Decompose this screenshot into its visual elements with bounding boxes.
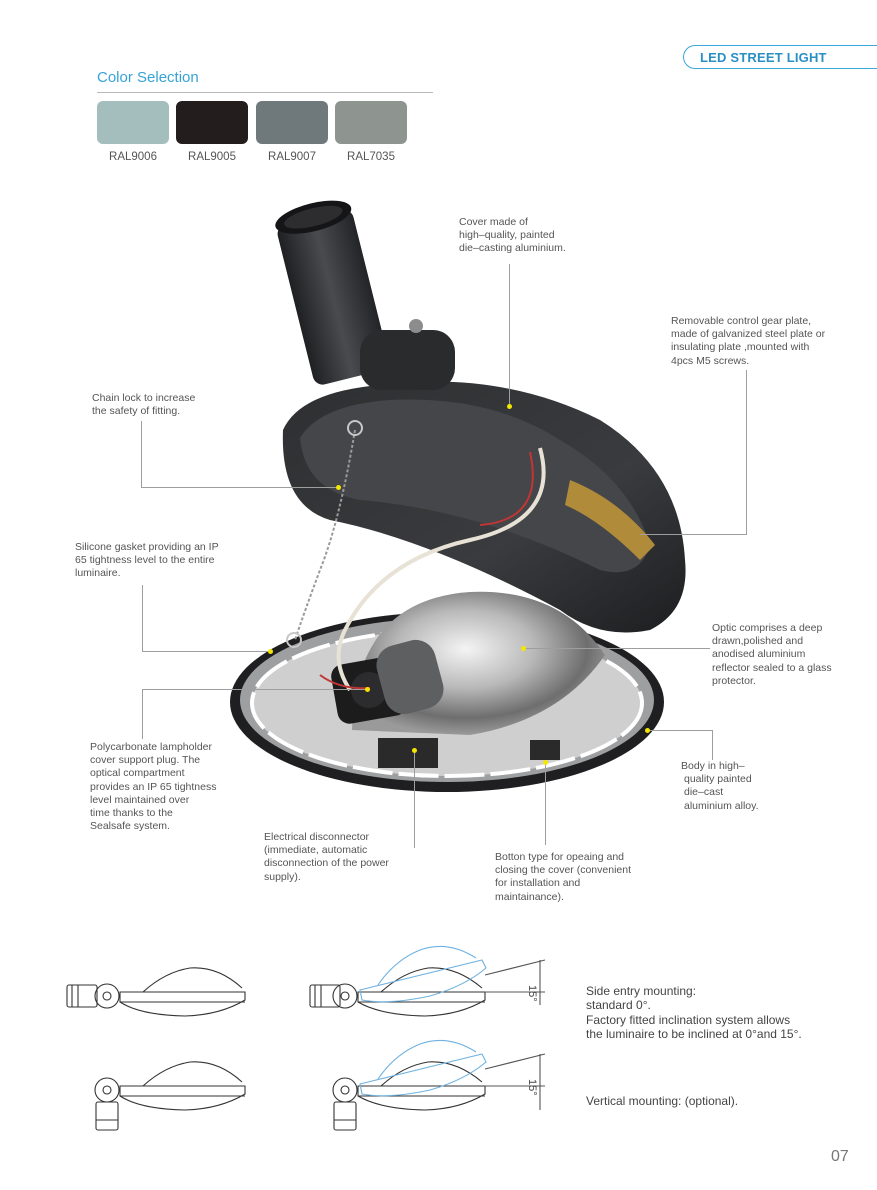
angle-label: 15° — [526, 985, 538, 1002]
callout-marker — [543, 760, 548, 765]
callout-marker — [336, 485, 341, 490]
callout-marker — [507, 404, 512, 409]
callout-marker — [412, 748, 417, 753]
callout-line-button — [545, 762, 546, 845]
callout-line-disconnector — [414, 750, 415, 848]
callout-line-gear-plate — [640, 534, 747, 535]
swatch-label: RAL9006 — [109, 151, 157, 163]
vertical-mounting-description: Vertical mounting: (optional). — [586, 1094, 739, 1108]
swatch-label: RAL7035 — [347, 151, 395, 163]
color-swatch-ral9005 — [176, 101, 248, 144]
callout-marker — [365, 687, 370, 692]
callout-line-body — [647, 730, 713, 731]
vertical-standard-drawing — [94, 1061, 246, 1131]
color-swatch-ral9006 — [97, 101, 169, 144]
callout-line-optic — [523, 648, 710, 649]
side-entry-description: Side entry mounting:standard 0°.Factory … — [586, 984, 802, 1041]
callout-gear-plate: Removable control gear plate,made of gal… — [671, 315, 826, 367]
callout-line-lampholder — [142, 689, 143, 739]
page-number: 07 — [831, 1148, 849, 1165]
swatch-label: RAL9005 — [188, 151, 236, 163]
callout-marker — [268, 649, 273, 654]
callout-disconnector: Electrical disconnector(immediate, autom… — [264, 831, 389, 883]
callout-line-chain-lock — [141, 421, 142, 488]
side-entry-inclined-drawing — [309, 967, 486, 1017]
callout-line-chain-lock — [141, 487, 338, 488]
callout-line-gear-plate — [746, 370, 747, 535]
header-title: LED STREET LIGHT — [700, 50, 827, 65]
side-entry-standard-drawing — [66, 967, 246, 1017]
callout-line-body — [712, 730, 713, 760]
color-selection-title: Color Selection — [97, 69, 199, 86]
callout-marker — [521, 646, 526, 651]
callout-line-cover — [509, 264, 510, 406]
callout-line-lampholder — [142, 689, 367, 690]
color-swatch-ral9007 — [256, 101, 328, 144]
swatch-label: RAL9007 — [268, 151, 316, 163]
callout-line-gasket — [142, 651, 270, 652]
callout-marker — [645, 728, 650, 733]
mounting-diagrams — [66, 945, 546, 1131]
header-pill — [683, 45, 877, 69]
callout-body: Body in high– quality painted die–cast a… — [681, 760, 759, 812]
section-divider — [97, 92, 433, 93]
callout-line-gasket — [142, 585, 143, 652]
color-swatch-ral7035 — [335, 101, 407, 144]
angle-label: 15° — [526, 1079, 538, 1096]
